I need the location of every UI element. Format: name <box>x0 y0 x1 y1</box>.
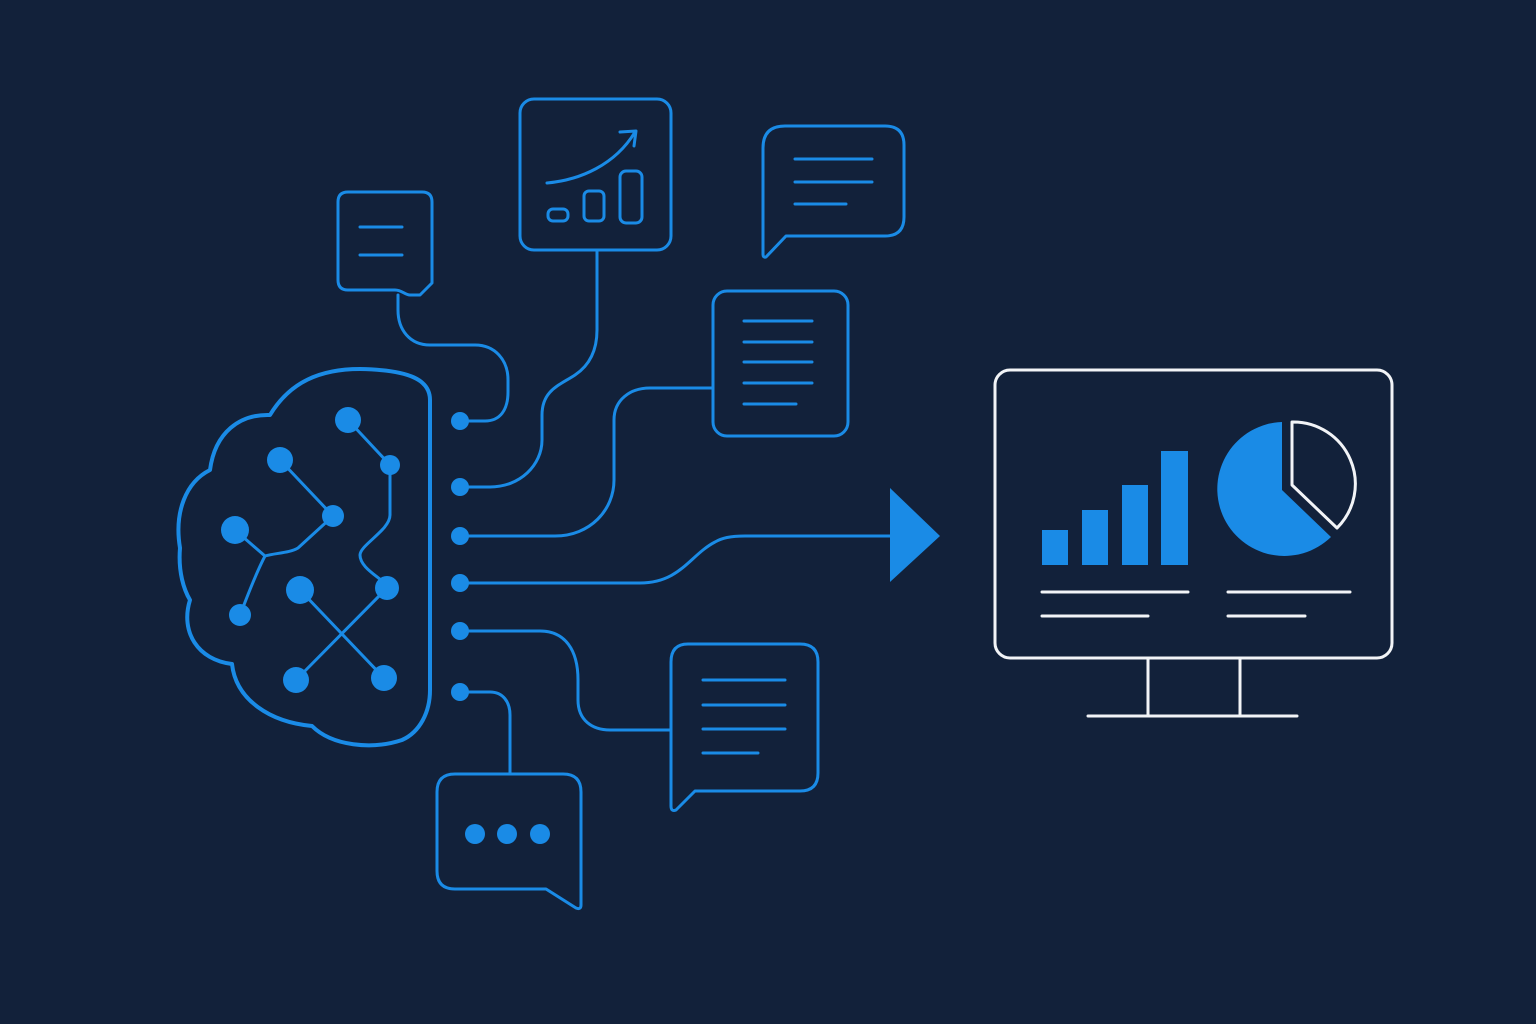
chat-bubble-icon <box>761 124 906 259</box>
document-icon <box>711 289 850 438</box>
message-bubble-icon <box>669 642 820 812</box>
connector-ports <box>451 412 469 701</box>
brain-circuit-lines <box>233 418 392 682</box>
monitor-text-lines <box>1040 590 1352 618</box>
monitor-bar-chart <box>1042 451 1188 565</box>
pie-slice-outline <box>1290 420 1357 530</box>
typing-bubble-icon <box>435 772 583 911</box>
connector-lines <box>396 248 897 776</box>
monitor-pie-chart <box>1217 420 1357 556</box>
arrow-right-icon <box>890 488 940 582</box>
monitor-bar <box>1161 451 1188 565</box>
dashboard-monitor-icon <box>993 368 1394 718</box>
monitor-bar <box>1082 510 1108 565</box>
note-bubble-icon <box>336 190 434 297</box>
monitor-bar <box>1122 485 1148 565</box>
monitor-bar <box>1042 530 1068 565</box>
pie-slice-filled <box>1217 422 1331 556</box>
growth-chart-icon <box>518 97 673 252</box>
brain-nodes <box>221 407 400 693</box>
brain-circuit-icon <box>176 367 432 748</box>
